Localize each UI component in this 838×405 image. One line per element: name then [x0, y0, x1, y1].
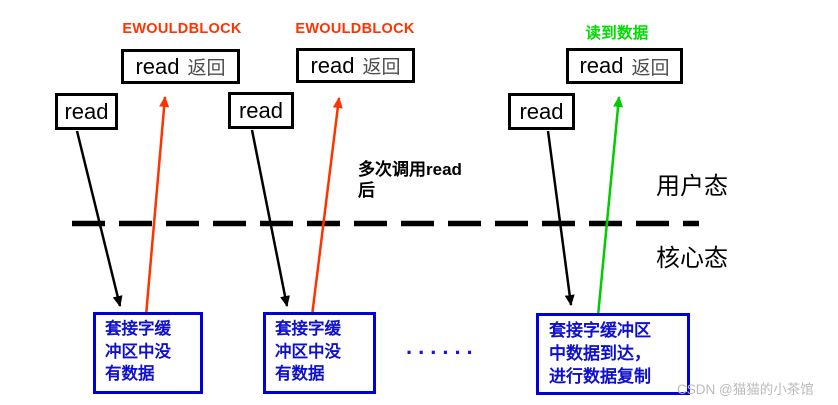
- ewouldblock-label-1: EWOULDBLOCK: [122, 21, 242, 37]
- read-return-box-3: read 返回: [566, 48, 683, 84]
- read-call-box-2: read: [228, 92, 294, 129]
- read-call-arrow-2: [250, 129, 290, 307]
- multi-call-line1: 多次调用read: [358, 160, 462, 179]
- user-mode-label: 用户态: [656, 174, 728, 200]
- read-return-suffix-text: 返回: [362, 57, 401, 78]
- socket-buffer-box-3: 套接字缓冲区 中数据到达， 进行数据复制: [536, 313, 690, 395]
- buffer-text-line: 套接字缓冲区: [549, 321, 651, 340]
- buffer-text-line: 进行数据复制: [549, 367, 651, 386]
- ewouldblock-label-2: EWOULDBLOCK: [295, 21, 415, 37]
- read-return-call-text: read: [135, 53, 180, 79]
- read-return-error-arrow-2: [310, 97, 343, 317]
- read-return-success-arrow: [596, 96, 624, 317]
- read-call-box-3: read: [508, 93, 575, 130]
- csdn-watermark: CSDN @猫猫的小茶馆: [677, 382, 814, 397]
- buffer-text-line: 中数据到达，: [549, 344, 651, 363]
- socket-buffer-box-2: 套接字缓 冲区中没 有数据: [263, 312, 376, 394]
- read-call-box-1: read: [55, 93, 118, 130]
- read-return-box-1: read 返回: [121, 49, 240, 84]
- multi-call-line2: 后: [358, 181, 375, 200]
- socket-buffer-box-1: 套接字缓 冲区中没 有数据: [93, 312, 203, 394]
- read-return-call-text: read: [579, 53, 624, 78]
- buffer-text-line: 冲区中没: [275, 342, 341, 361]
- read-call-arrow-3: [546, 130, 575, 306]
- buffer-text-line: 有数据: [275, 365, 325, 383]
- read-return-error-arrow-1: [144, 96, 170, 317]
- read-return-suffix-text: 返回: [187, 58, 226, 79]
- buffer-text-line: 套接字缓: [105, 320, 171, 338]
- ellipsis-dots: ......: [406, 334, 479, 359]
- data-read-label: 读到数据: [585, 25, 649, 42]
- read-return-box-2: read 返回: [296, 48, 415, 83]
- buffer-text-line: 有数据: [105, 365, 155, 383]
- buffer-text-line: 套接字缓: [275, 320, 341, 338]
- read-call-arrow-1: [75, 130, 123, 307]
- kernel-mode-label: 核心态: [656, 246, 728, 272]
- read-return-suffix-text: 返回: [631, 57, 670, 79]
- buffer-text-line: 冲区中没: [105, 342, 171, 361]
- multi-call-annotation: 多次调用read 后: [358, 159, 462, 201]
- read-return-call-text: read: [310, 52, 355, 78]
